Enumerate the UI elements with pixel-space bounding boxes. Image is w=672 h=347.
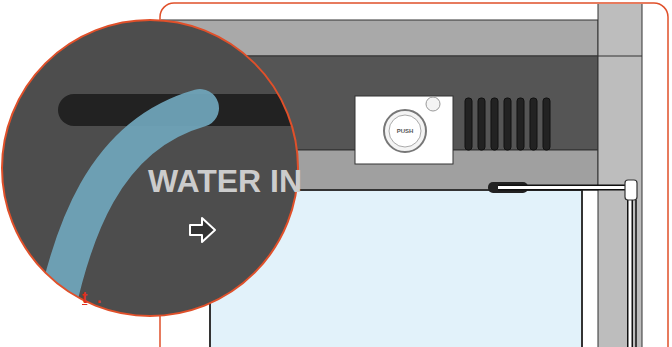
link-fragment: t	[82, 290, 87, 306]
inlet-label: WATER IN	[148, 165, 302, 197]
link-fragment: .	[97, 290, 101, 306]
magnified-circle	[2, 20, 318, 340]
button-label: PUSH	[397, 128, 414, 134]
